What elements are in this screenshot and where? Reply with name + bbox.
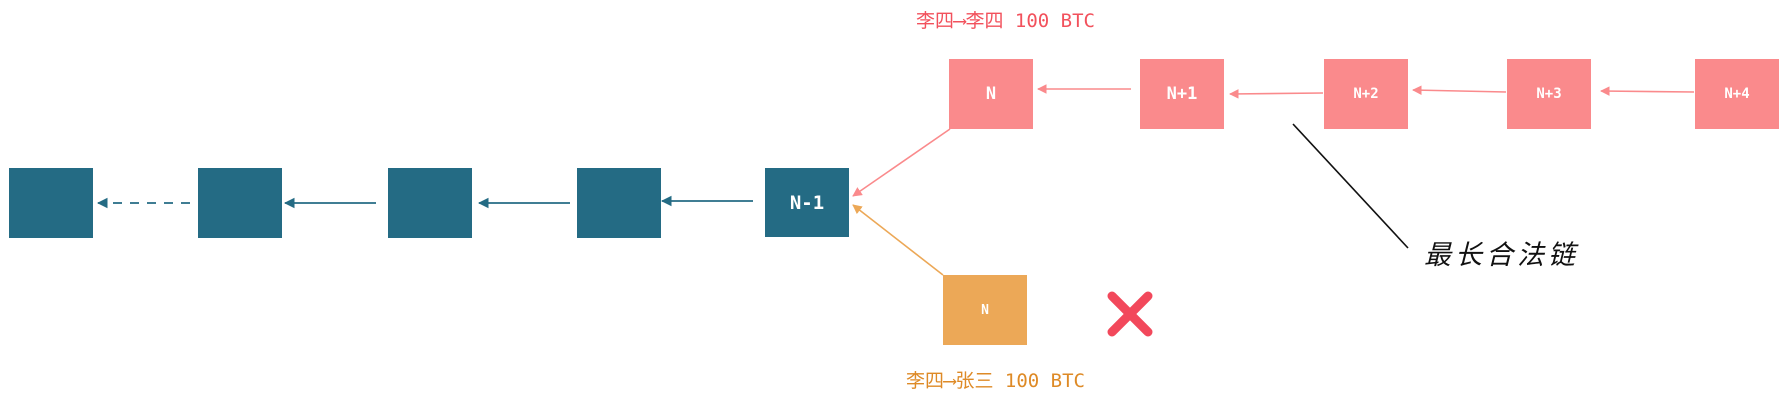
- callout-line: [1292, 123, 1409, 249]
- block-orange-n: N: [943, 275, 1027, 345]
- chain-block-2: [198, 168, 282, 238]
- block-pink-n4: N+4: [1695, 59, 1779, 129]
- block-pink-n1-label: N+1: [1166, 84, 1198, 104]
- block-orange-n-label: N: [981, 302, 989, 318]
- block-pink-n3: N+3: [1507, 59, 1591, 129]
- block-pink-n2: N+2: [1324, 59, 1408, 129]
- block-pink-n2-label: N+2: [1353, 86, 1379, 102]
- block-pink-n3-label: N+3: [1536, 86, 1562, 102]
- bottom-transaction-label: 李四⟶张三 100 BTC: [906, 370, 1085, 392]
- block-pink-n4-label: N+4: [1724, 86, 1750, 102]
- block-pink-n1: N+1: [1140, 59, 1224, 129]
- arrow-pink-n4-to-n3: [1600, 86, 1695, 96]
- block-pink-n-label: N: [985, 84, 997, 104]
- block-n-minus-1: N-1: [765, 168, 849, 237]
- arrow-pink-n-to-n1: [852, 128, 951, 197]
- arrow-pink-n3-to-n2: [1412, 85, 1507, 95]
- top-transaction-label: 李四⟶李四 100 BTC: [916, 10, 1095, 32]
- arrow-orange-n-to-n1: [852, 204, 944, 276]
- chain-block-4: [577, 168, 661, 238]
- block-n-minus-1-label: N-1: [789, 191, 825, 214]
- chain-block-3: [388, 168, 472, 238]
- arrow-pink-n2-to-n1: [1229, 89, 1324, 99]
- x-icon: [1107, 291, 1153, 337]
- block-pink-n: N: [949, 59, 1033, 129]
- chain-block-1: [9, 168, 93, 238]
- longest-chain-label: 最长合法链: [1424, 240, 1579, 271]
